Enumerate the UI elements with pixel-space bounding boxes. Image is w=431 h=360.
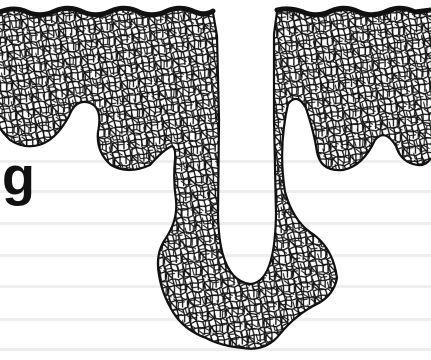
panel-label: g — [2, 150, 35, 204]
